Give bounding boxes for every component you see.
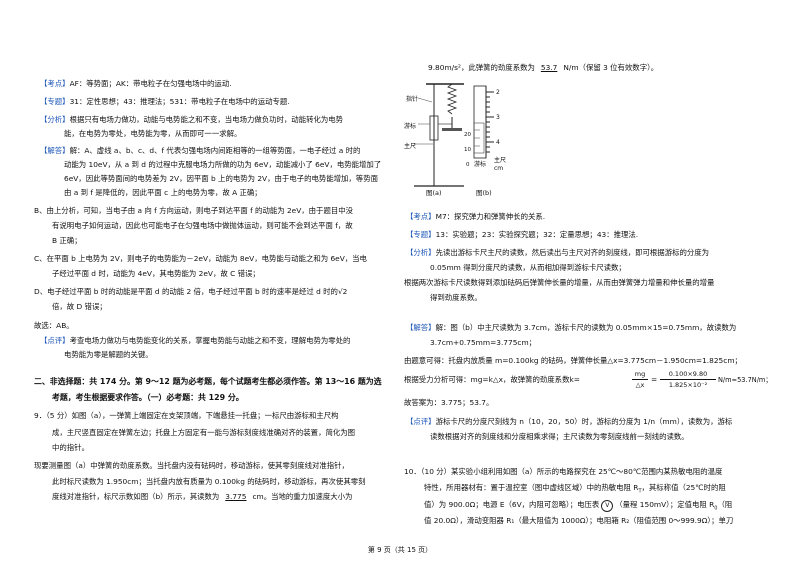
label-vernier-b: 游标 — [474, 161, 487, 168]
label-main-scale-b: 主尺 — [494, 157, 507, 164]
knowledge-point: 【考点】AF：等势面；AK：带电粒子在匀强电场中的运动. — [40, 79, 232, 88]
solution-line: 动能为 10eV，从 a 到 d 的过程中克服电场力所做的功为 6eV，动能减小… — [64, 160, 382, 169]
solution-line: 由题意可得：托盘内放质量 m=0.100kg 的砝码，弹簧伸长量△x=3.775… — [404, 356, 742, 365]
option-d: D、电子经过平面 b 时的动能是平面 d 的动能 2 倍，电子经过平面 b 时的… — [34, 287, 348, 296]
option-c: C、在平面 b 上电势为 2V，则电子的电势能为－2eV，动能为 8eV，电势能… — [34, 254, 367, 263]
analysis: 【分析】先读出游标卡尺主尺的读数，然后读出与主尺对齐的刻度线，即可根据游标的分度… — [406, 248, 710, 257]
analysis-line: 0.05mm 得到分度尺的读数，从而相加得到游标卡尺读数； — [430, 263, 626, 272]
question-9-line: 现要测量图（a）中弹簧的劲度系数。当托盘内没有砝码时，移动游标，使其零刻度线对准… — [34, 461, 349, 470]
tick-label: 20 — [464, 132, 471, 138]
solution-line: 3.7cm+0.75mm=3.775cm； — [430, 338, 537, 347]
option-b-line: B 正确； — [52, 236, 82, 245]
tick-label: 3 — [496, 114, 500, 121]
comment-line: 电势能为零是解题的关键。 — [64, 350, 153, 359]
comment: 【点评】考查电场力做功与电势能变化的关系，掌握电势能与动能之和不变，理解电势为零… — [40, 336, 351, 345]
question-10-line: 值 20.0Ω），滑动变阻器 R₁（最大阻值为 1000Ω）；电阻箱 R₂（阻值… — [424, 516, 734, 525]
label-vernier: 游标 — [404, 123, 417, 130]
topic: 【专题】13：实验题；23：实验探究题；32：定量思想；43：推理法. — [406, 230, 639, 239]
final-answer: 故答案为：3.775；53.7。 — [404, 398, 494, 407]
sqrt-symbol: √2 — [337, 287, 348, 296]
section-heading-line: 考题，考生根据要求作答。（一）必考题：共 129 分。 — [52, 393, 244, 402]
question-9: 9．（5 分）如图（a），一弹簧上端固定在支架顶端，下端悬挂一托盘；一标尺由游标… — [34, 411, 339, 420]
fraction-bar — [632, 379, 648, 380]
solution: 【解答】解：图（b）中主尺读数为 3.7cm，游标卡尺的读数为 0.05mm×1… — [406, 323, 737, 332]
tick-label: 2 — [496, 89, 500, 96]
option-d-line: 倍，故 D 错误； — [52, 302, 107, 311]
fraction-numerator: 0.100×9.80 — [668, 370, 708, 378]
label-unit: cm — [494, 165, 504, 172]
figure-b-caption: 图(b) — [476, 189, 492, 197]
option-b-line: 有说明电子如何运动，因此也可能电子在匀强电场中做抛体运动，则可能不会到达平面 f… — [52, 221, 353, 230]
analysis: 【分析】根据只有电场力做功，动能与电势能之和不变，当电场力做负功时，动能转化为电… — [40, 115, 344, 124]
figure-a — [414, 83, 464, 187]
voltmeter-icon: V — [601, 500, 614, 512]
comment: 【点评】游标卡尺的分度尺刻线为 n（10，20，50）时，游标的分度为 1/n（… — [406, 417, 733, 426]
section-heading: 二、非选择题：共 174 分。第 9～12 题为必考题，每个试题考生都必须作答。… — [34, 377, 382, 386]
figure-b — [473, 85, 494, 159]
page-footer: 第 9 页（共 15 页） — [367, 546, 433, 554]
answer-blank: 53.7 — [540, 63, 558, 72]
solution-formula-line: 根据受力分析可得：mg=k△x，故弹簧的劲度系数k= — [404, 375, 580, 384]
formula-result: N/m≈53.7N/m； — [718, 376, 772, 384]
tick-label: 0 — [466, 162, 470, 168]
tick-label: 4 — [496, 139, 500, 146]
question-9-line: 此时标尺读数为 1.950cm；当托盘内放有质量为 0.100kg 的砝码时，移… — [52, 477, 366, 486]
comment-line: 读数根据对齐的刻度线和分度相乘求得；主尺读数为零刻度线前一刻线的读数。 — [430, 432, 689, 441]
analysis-line: 能，在电势为零处，电势能为零，从而即可一一求解。 — [64, 129, 242, 138]
knowledge-point: 【考点】M7：探究弹力和弹簧伸长的关系. — [406, 212, 546, 221]
question-10: 10．（10 分）某实验小组利用如图（a）所示的电路探究在 25℃～80℃范围内… — [404, 467, 723, 476]
solution-line: 由 a 到 f 是降低的，因此平面 c 上的电势为零，故 A 正确； — [64, 188, 262, 197]
analysis-line: 根据两次游标卡尺读数得到添加砝码后弹簧伸长量的增量，从而由弹簧弹力增量和伸长量的… — [404, 278, 715, 287]
fraction-denominator: △x — [635, 381, 645, 389]
analysis-line: 得到劲度系数。 — [430, 293, 482, 302]
label-main-scale: 主尺 — [404, 143, 417, 150]
answer-blank: 3.775 — [225, 492, 247, 501]
equals-sign: = — [651, 375, 658, 384]
option-b: B、由上分析，可知，当电子由 a 向 f 方向运动，则电子到达平面 f 的动能为… — [34, 206, 354, 215]
tag-kaodian: 【考点】 — [40, 79, 70, 88]
figure-a-caption: 图(a) — [426, 189, 442, 197]
solution: 【解答】解：A、虚线 a、b、c、d、f 代表匀强电场内间距相等的一组等势面，一… — [40, 146, 361, 155]
question-10-line: 特性，所用器材有：置于温控室（图中虚线区域）中的热敏电阻 RT，其标称值（25℃… — [424, 483, 726, 495]
label-pointer: 指针 — [406, 96, 419, 103]
answer-choice: 故选：AB。 — [34, 321, 74, 330]
solution-line: 6eV，因此等势面间的电势差为 2V，因平面 b 上的电势为 2V，由于电子的电… — [64, 174, 378, 183]
topic: 【专题】31：定性思想；43：推理法；531：带电粒子在电场中的运动专题. — [40, 97, 290, 106]
fraction-bar — [660, 379, 716, 380]
figure-ab — [414, 83, 494, 187]
option-c-line: 子经过平面 d 时，动能为 4eV，其电势能为 2eV，故 C 错误； — [52, 269, 260, 278]
question-9-line: 成，主尺竖直固定在弹簧左边；托盘上方固定有一能与游标刻度线准确对齐的装置，简化为… — [52, 428, 356, 437]
fraction-denominator: 1.825×10⁻² — [668, 381, 708, 389]
tick-label: 10 — [464, 147, 471, 153]
fraction-numerator: mg — [634, 370, 646, 378]
question-9-line: 中的指针。 — [52, 443, 89, 452]
